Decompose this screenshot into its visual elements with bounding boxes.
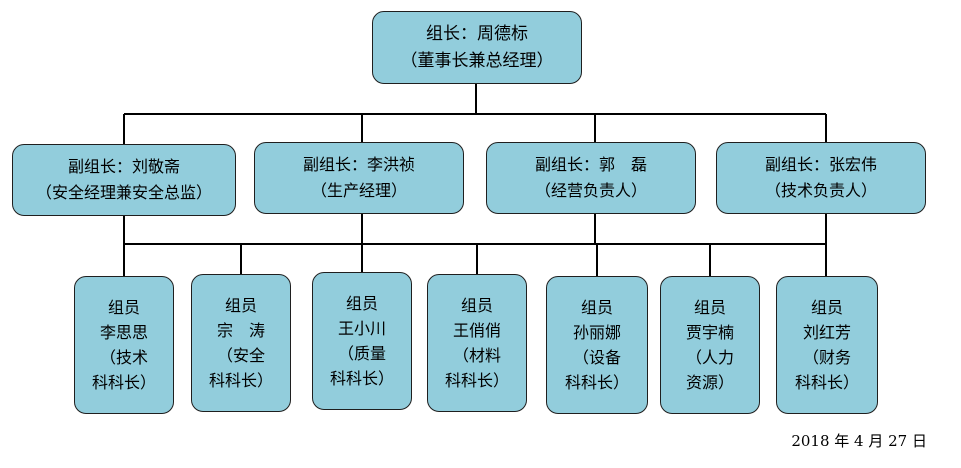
member-box-6: 组员 贾宇楠 （人力 资源） bbox=[660, 276, 760, 414]
member-label: 组员 bbox=[107, 298, 140, 317]
member-box-3: 组员 王小川 （质量 科科长） bbox=[312, 272, 412, 410]
deputy-title: 副组长：郭 磊 bbox=[534, 155, 647, 174]
member-label: 组员 bbox=[460, 296, 493, 315]
member-name: 王俏俏 bbox=[452, 321, 501, 340]
member-role-line-2: 科科长） bbox=[564, 373, 629, 392]
leader-title: 组长：周德标 bbox=[426, 23, 528, 44]
member-label: 组员 bbox=[345, 294, 378, 313]
member-role-line-1: （安全 bbox=[216, 346, 265, 365]
deputy-box-2: 副组长：李洪祯 （生产经理） bbox=[254, 142, 464, 214]
member-role-line-2: 科科长） bbox=[91, 373, 156, 392]
member-role-line-1: （财务 bbox=[802, 348, 851, 367]
deputy-title: 副组长：刘敬斋 bbox=[67, 157, 180, 176]
member-role-line-2: 科科长） bbox=[208, 371, 273, 390]
member-role-line-2: 资源） bbox=[685, 373, 734, 392]
deputy-title: 副组长：李洪祯 bbox=[302, 155, 415, 174]
member-box-1: 组员 李思思 （技术 科科长） bbox=[74, 276, 174, 414]
member-box-4: 组员 王俏俏 （材料 科科长） bbox=[427, 274, 527, 412]
member-label: 组员 bbox=[224, 296, 257, 315]
member-role-line-1: （质量 bbox=[337, 344, 386, 363]
deputy-box-1: 副组长：刘敬斋 （安全经理兼安全总监） bbox=[12, 144, 236, 216]
member-box-5: 组员 孙丽娜 （设备 科科长） bbox=[546, 276, 648, 414]
date-label: 2018 年 4 月 27 日 bbox=[791, 432, 927, 450]
deputy-box-3: 副组长：郭 磊 （经营负责人） bbox=[486, 142, 696, 214]
leader-box: 组长：周德标 （董事长兼总经理） bbox=[372, 11, 582, 84]
member-label: 组员 bbox=[693, 298, 726, 317]
member-role-line-1: （材料 bbox=[452, 346, 501, 365]
member-box-7: 组员 刘红芳 （财务 科科长） bbox=[776, 276, 878, 414]
member-role-line-2: 科科长） bbox=[444, 371, 509, 390]
deputy-title: 副组长：张宏伟 bbox=[764, 155, 877, 174]
deputy-role: （技术负责人） bbox=[764, 181, 877, 200]
member-role-line-1: （人力 bbox=[685, 348, 734, 367]
member-label: 组员 bbox=[580, 298, 613, 317]
deputy-role: （生产经理） bbox=[310, 181, 407, 200]
member-name: 孙丽娜 bbox=[572, 323, 621, 342]
deputy-box-4: 副组长：张宏伟 （技术负责人） bbox=[716, 142, 926, 214]
leader-role: （董事长兼总经理） bbox=[400, 50, 554, 71]
member-name: 贾宇楠 bbox=[685, 323, 734, 342]
member-role-line-2: 科科长） bbox=[329, 369, 394, 388]
member-role-line-2: 科科长） bbox=[794, 373, 859, 392]
member-name: 刘红芳 bbox=[802, 323, 851, 342]
member-label: 组员 bbox=[810, 298, 843, 317]
member-name: 李思思 bbox=[99, 323, 148, 342]
member-box-2: 组员 宗 涛 （安全 科科长） bbox=[191, 274, 291, 412]
member-role-line-1: （技术 bbox=[99, 348, 148, 367]
member-role-line-1: （设备 bbox=[572, 348, 621, 367]
deputy-role: （安全经理兼安全总监） bbox=[35, 183, 212, 202]
member-name: 王小川 bbox=[337, 319, 386, 338]
deputy-role: （经营负责人） bbox=[534, 181, 647, 200]
member-name: 宗 涛 bbox=[216, 321, 265, 340]
